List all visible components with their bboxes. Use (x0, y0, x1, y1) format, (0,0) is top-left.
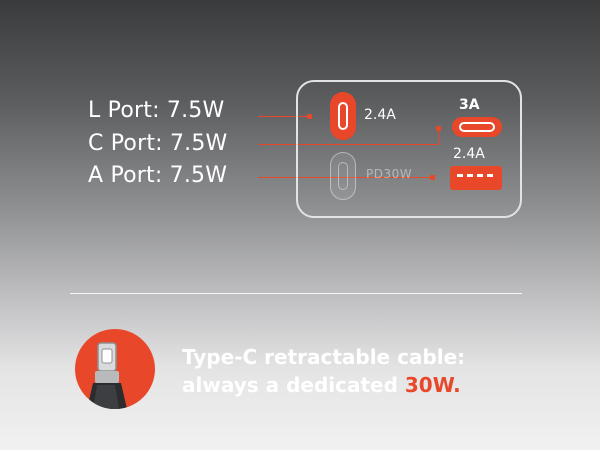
charger-port-panel (296, 80, 522, 218)
section-divider (70, 293, 522, 294)
pd-marking: PD30W (366, 167, 413, 181)
caption-line-2-text: always a dedicated (182, 373, 405, 397)
c-port-connector-line (258, 144, 438, 145)
c-port-connector-rise (438, 128, 439, 145)
a-port-connector-line (258, 177, 432, 178)
c-port-current: 3A (459, 97, 480, 113)
lightning-port-ghost-icon (330, 152, 356, 200)
l-port-label: L Port: 7.5W (88, 98, 225, 123)
usb-a-port-icon (450, 166, 502, 190)
c-port-connector-dot (436, 126, 441, 131)
l-port-connector-line (258, 116, 310, 117)
usb-c-port-icon (452, 117, 502, 137)
caption-line-1: Type-C retractable cable: (182, 345, 466, 369)
a-port-current: 2.4A (453, 146, 485, 162)
caption-highlight-30w: 30W. (404, 373, 461, 397)
l-port-connector-dot (307, 114, 312, 119)
c-port-label: C Port: 7.5W (88, 131, 228, 156)
a-port-connector-dot (430, 175, 435, 180)
lightning-port-icon (330, 92, 356, 140)
caption-line-2: always a dedicated 30W. (182, 375, 461, 395)
usb-c-cable-icon (75, 329, 155, 409)
l-port-current: 2.4A (364, 107, 396, 123)
a-port-label: A Port: 7.5W (88, 163, 228, 188)
